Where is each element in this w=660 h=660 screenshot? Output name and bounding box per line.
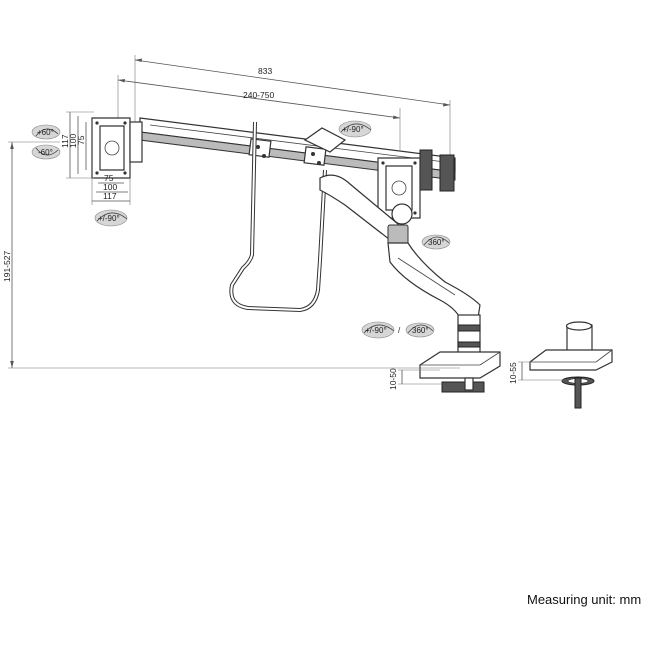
- vesa-height-100: 100: [68, 134, 78, 148]
- pole-swivel-label: 360°: [412, 326, 429, 335]
- tilt-up-label: +60°: [37, 128, 54, 137]
- rotation-separator: /: [398, 326, 401, 335]
- head-rotation-label: +/-90°: [98, 214, 120, 223]
- vesa-width-75: 75: [104, 173, 114, 183]
- total-width-label: 833: [258, 66, 272, 76]
- vesa-width-100: 100: [103, 182, 117, 192]
- dimension-arm-extension: 240-750: [117, 75, 401, 150]
- pole-rotation-label: +/-90°: [365, 326, 387, 335]
- vesa-width-117: 117: [103, 191, 117, 201]
- measuring-unit-note: Measuring unit: mm: [527, 592, 642, 607]
- dimension-clamp-range: 10-50: [388, 368, 442, 390]
- height-range-label: 191-527: [2, 251, 12, 282]
- arm-extension-label: 240-750: [243, 90, 274, 100]
- head-rotation-badge: +/-90°: [94, 209, 128, 227]
- pole: [457, 314, 481, 358]
- bar-rotation-label: +/-90°: [342, 125, 364, 134]
- arm-swivel-badge: 360°: [421, 234, 451, 250]
- dimension-vesa-width: 75 100 117: [91, 173, 131, 205]
- desk-clamp: [419, 351, 501, 393]
- arm-swivel-label: 360°: [428, 238, 445, 247]
- dimension-vesa-height: 117 100 75: [60, 111, 94, 179]
- cable-loop: [229, 121, 327, 313]
- pole-rotation-badge: +/-90°: [361, 321, 395, 339]
- grommet-range-label: 10-55: [508, 362, 518, 384]
- dimension-total-width: 833: [134, 55, 451, 165]
- grommet-mount: [529, 321, 613, 409]
- bar-rotation-badge: +/-90°: [338, 120, 372, 138]
- vesa-height-117: 117: [60, 134, 70, 148]
- tilt-down-badge: -60°: [31, 144, 61, 160]
- tilt-up-badge: +60°: [31, 124, 61, 140]
- upper-arm: [319, 174, 413, 246]
- dimension-grommet-range: 10-55: [508, 361, 565, 384]
- clamp-range-label: 10-50: [388, 368, 398, 390]
- pole-swivel-badge: 360°: [405, 322, 435, 338]
- vesa-height-75: 75: [76, 135, 86, 145]
- dimension-height: 191-527: [2, 141, 460, 369]
- right-vesa-plate: [377, 149, 455, 219]
- tilt-down-label: -60°: [38, 148, 53, 157]
- lower-arm: [387, 242, 481, 319]
- left-vesa-plate: [91, 117, 143, 179]
